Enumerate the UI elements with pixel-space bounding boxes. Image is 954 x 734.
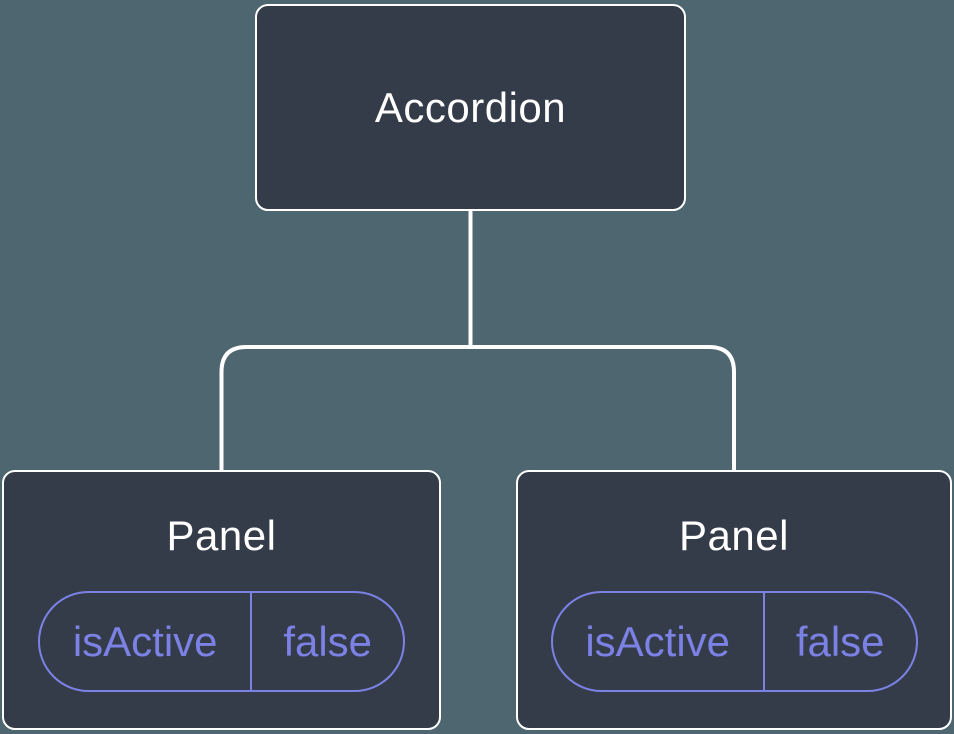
prop-pill-left: isActive false [38, 591, 405, 692]
prop-pill-right: isActive false [550, 591, 918, 692]
prop-value-left: false [283, 617, 373, 665]
prop-name-left: isActive [40, 593, 253, 690]
prop-name-right: isActive [553, 593, 765, 690]
node-panel-right-label: Panel [679, 512, 789, 559]
node-accordion-label: Accordion [374, 83, 567, 131]
node-panel-left-label: Panel [166, 512, 277, 559]
node-panel-left: Panel isActive false [2, 470, 441, 730]
connector-branch [219, 345, 736, 470]
node-panel-right: Panel isActive false [516, 470, 952, 730]
prop-value-right: false [795, 617, 885, 665]
node-accordion: Accordion [255, 4, 686, 211]
